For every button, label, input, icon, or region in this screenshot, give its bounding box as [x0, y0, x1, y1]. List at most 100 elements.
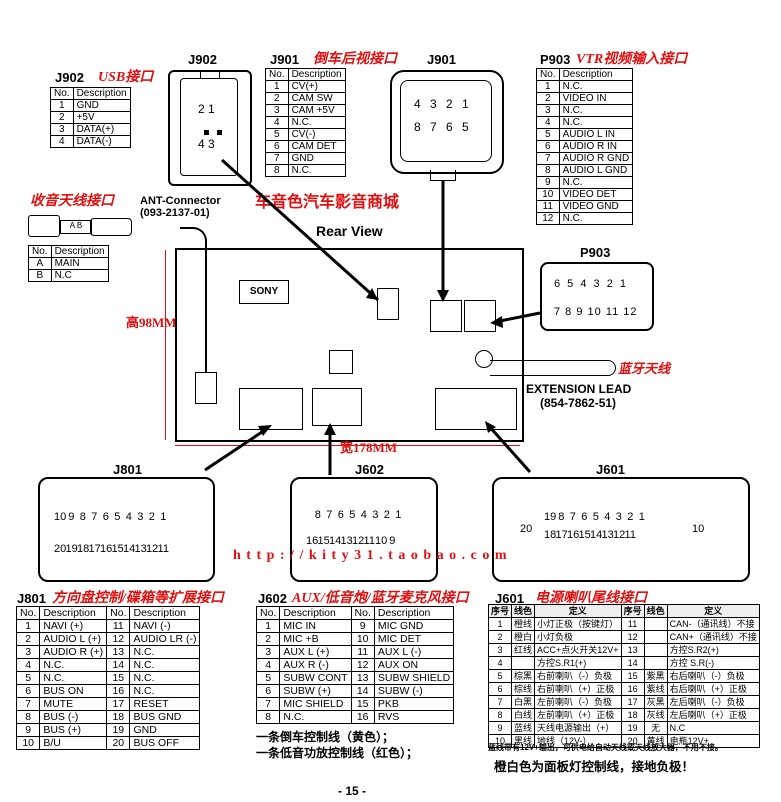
pin-number: 6 [581, 511, 588, 523]
table-cell: 12 [620, 630, 645, 644]
pin-number: 14 [590, 529, 603, 541]
pin-number: 17 [555, 529, 568, 541]
j901-connector-label: J901 [427, 52, 456, 67]
pin-number: 1 [638, 511, 645, 523]
note-panel-light: 橙白色为面板灯控制线，接地负极！ [494, 760, 695, 774]
table-cell: BUS ON [39, 684, 108, 698]
table-cell: 14 [106, 658, 131, 672]
table-cell: 天线电源输出（+） [534, 721, 622, 735]
pin-number: 7 [91, 511, 98, 523]
header-cell: Description [39, 606, 108, 620]
header-cell: Description [373, 606, 455, 620]
table-cell: NAVI (-) [129, 619, 201, 633]
table-cell: 10 [350, 632, 375, 646]
table-cell: NAVI (+) [39, 619, 108, 633]
table-cell: 19 [620, 721, 645, 735]
pin-number: 6 [102, 511, 109, 523]
pin-number: 11 [157, 543, 169, 555]
table-cell: 6 [15, 684, 41, 698]
table-cell: 7 [487, 695, 513, 709]
table-cell: 2 [487, 630, 513, 644]
table-cell: 电瓶12V+ [666, 734, 760, 748]
j801-table-title: J801 [17, 591, 46, 606]
pin-number: 8 [558, 511, 565, 523]
pin-number: 7 [326, 509, 333, 521]
table-cell: MIC DET [373, 632, 455, 646]
table-cell: 10 [15, 736, 41, 750]
table-cell: N.C [50, 269, 109, 282]
table-cell: 9 [15, 723, 41, 737]
radio-antenna-label: 收音天线接口 [30, 194, 114, 209]
table-cell: 5 [255, 671, 281, 685]
pin-number: 3 [615, 511, 622, 523]
table-cell: N.C. [287, 164, 346, 177]
table-cell: 14 [620, 656, 645, 670]
table-cell: 4 [487, 656, 513, 670]
pin-number: 4 [125, 511, 132, 523]
table-cell: AUX L (-) [373, 645, 455, 659]
table-cell: 小灯负极 [534, 630, 622, 644]
table-cell: 17 [106, 697, 131, 711]
p903-title: P903 [540, 52, 571, 67]
table-cell: MIC SHIELD [279, 697, 352, 711]
extension-lead-part: (854-7862-51) [540, 396, 617, 410]
table-cell: 9 [350, 619, 375, 633]
table-cell: VIDEO GND [558, 200, 634, 213]
table-cell: PKB [373, 697, 455, 711]
table-cell: RESET [129, 697, 201, 711]
table-cell [643, 630, 668, 644]
header-cell: Description [279, 606, 352, 620]
pin-number: 18 [77, 543, 90, 555]
table-cell: 3 [255, 645, 281, 659]
table-cell: 15 [350, 697, 375, 711]
pin-number: 14 [123, 543, 136, 555]
table-cell: 15 [106, 671, 131, 685]
j601-pin-left: 20 [520, 523, 533, 535]
j902-title: J902 [55, 70, 84, 85]
shop-url: h t t p : / / k i t y 3 1 . t a o b a o … [233, 548, 508, 563]
table-cell: 15 [620, 669, 645, 683]
pin-number: 9 [389, 535, 396, 547]
pin-number: 19 [544, 511, 557, 523]
header-cell: 线色 [511, 604, 536, 618]
table-cell: 4 [255, 658, 281, 672]
table-cell: 6 [255, 684, 281, 698]
table-cell: SUBW (+) [279, 684, 352, 698]
page-number: - 15 - [338, 784, 367, 798]
pin-number: 9 [68, 511, 75, 523]
table-cell: 8 [15, 710, 41, 724]
table-cell: 7 [255, 697, 281, 711]
header-cell: 定义 [534, 604, 622, 618]
pin-number: 11 [363, 535, 375, 547]
note-amp-wire: 一条低音功放控制线（红色）； [256, 746, 419, 760]
table-cell: 11 [350, 645, 375, 659]
pin-number: 2 [148, 511, 155, 523]
pin-number: 18 [544, 529, 557, 541]
j602-chinese-title: AUX/低音炮/蓝牙麦克风接口 [292, 591, 469, 606]
table-cell: 小灯正极（按键灯） [534, 617, 622, 631]
table-cell: N.C. [39, 671, 108, 685]
table-cell: 白线 [511, 708, 536, 722]
pin-number: 7 [569, 511, 576, 523]
table-cell: N.C. [129, 684, 201, 698]
header-cell: No. [350, 606, 375, 620]
